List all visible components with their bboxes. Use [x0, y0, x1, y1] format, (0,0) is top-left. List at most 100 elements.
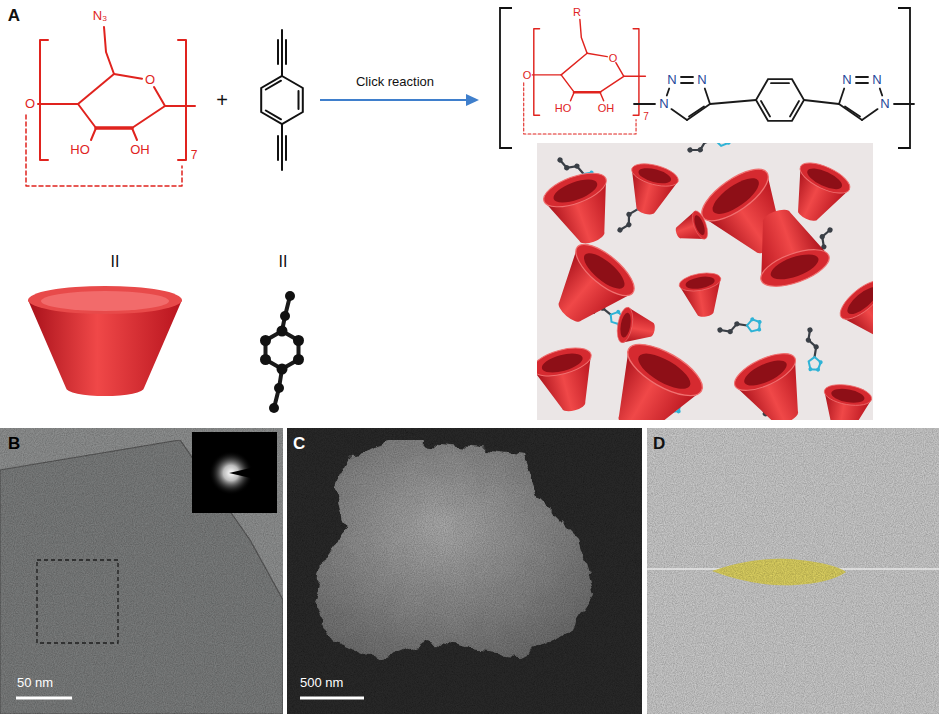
ball-stick-model [277, 364, 288, 375]
panel-letter: A [8, 6, 20, 26]
polymer-network-render [537, 143, 873, 420]
triazole-nitrogen: N [880, 97, 889, 112]
triazole-benzene-linker [761, 101, 770, 117]
sem-image [315, 440, 595, 660]
sem-image [287, 428, 642, 714]
triazole-benzene-linker [862, 109, 878, 120]
cyclodextrin-cone-model [28, 286, 182, 314]
ball-stick-model [260, 291, 304, 413]
tem-image [16, 697, 72, 700]
triazole-nitrogen: N [659, 97, 668, 112]
polymer-network-render [717, 313, 765, 345]
powder-photo [712, 559, 846, 585]
triazole-benzene-linker [681, 76, 693, 78]
glycosidic-oxygen: O [523, 69, 532, 82]
diethynylbenzene-structure [261, 76, 303, 124]
triazole-benzene-linker [880, 89, 882, 96]
azido-cyclodextrin-structure [26, 27, 195, 186]
diethynylbenzene-structure [285, 40, 287, 64]
triazole-nitrogen: N [697, 73, 706, 88]
ball-stick-model [260, 354, 271, 365]
triazole-benzene-linker [667, 89, 669, 96]
cyclodextrin-cone-model [28, 286, 182, 396]
polymer-network-render [730, 346, 819, 420]
diethynylbenzene-structure [281, 124, 283, 170]
triazole-benzene-linker [689, 107, 704, 117]
triazole-benzene-linker [681, 82, 693, 84]
polymer-network-render [817, 381, 873, 420]
diethynylbenzene-structure [266, 111, 281, 120]
polymer-network-render [795, 327, 827, 375]
tem-image [0, 440, 283, 714]
polymer-network-render [537, 343, 604, 418]
ball-stick-model [285, 291, 295, 301]
triazole-benzene-linker [705, 89, 710, 105]
scale-bar-label: 50 nm [17, 676, 53, 691]
ball-stick-model [293, 335, 304, 346]
diethynylbenzene-structure [285, 136, 287, 160]
polymer-network-render [539, 166, 624, 253]
hydroxyl-group: OH [598, 102, 615, 115]
ball-stick-model [260, 291, 304, 413]
equivalence-mark: II [279, 253, 288, 271]
diethynylbenzene-structure [281, 30, 283, 76]
diethynylbenzene-structure [298, 91, 300, 109]
diethynylbenzene-structure [277, 40, 279, 64]
substituent-label: R [573, 6, 581, 19]
polymer-network-render [678, 270, 727, 320]
ring-oxygen: O [609, 52, 618, 65]
powder-photo [647, 428, 939, 714]
ring-oxygen: O [145, 73, 155, 88]
triazole-benzene-linker [804, 100, 839, 104]
tem-image [192, 432, 277, 513]
triazole-benzene-linker [687, 104, 710, 120]
glycosidic-oxygen: O [25, 97, 35, 112]
triazole-benzene-linker [839, 89, 844, 105]
triazole-benzene-linker [856, 82, 868, 84]
polymer-network-render [671, 209, 710, 248]
product-brackets [500, 8, 910, 148]
polymer-network-render [741, 199, 834, 294]
triazole-benzene-linker [756, 79, 804, 121]
sem-image [315, 440, 595, 660]
cyclodextrin-cone-model [41, 291, 169, 311]
polymer-network-render [615, 306, 658, 348]
powder-photo [647, 428, 939, 714]
triazole-benzene-linker [894, 103, 914, 105]
polymer-network-render [686, 143, 733, 164]
reaction-arrow [320, 99, 467, 101]
triazole-benzene-linker [790, 101, 799, 117]
tem-image [0, 428, 283, 714]
equivalence-mark: II [111, 253, 120, 271]
triazole-benzene-linker [671, 109, 687, 120]
polymer-network-render [621, 160, 680, 220]
repeat-count: 7 [643, 111, 649, 123]
plus-sign: + [216, 89, 228, 112]
tem-image [37, 560, 118, 643]
sem-image [300, 697, 364, 700]
diethynylbenzene-structure [261, 30, 303, 170]
reaction-arrow [466, 94, 479, 106]
product-glucose-unit [524, 19, 646, 133]
reaction-label: Click reaction [356, 75, 434, 90]
ball-stick-model [293, 354, 304, 365]
triazole-benzene-linker [771, 82, 789, 84]
triazole-nitrogen: N [842, 73, 851, 88]
triazole-benzene-linker [856, 76, 868, 78]
panel-letter: C [293, 434, 305, 454]
photo-panel: D [647, 428, 939, 714]
diethynylbenzene-structure [266, 81, 281, 90]
triazole-benzene-linker [710, 100, 756, 104]
tem-panel: B50 nm [0, 428, 283, 714]
ball-stick-model [274, 296, 290, 408]
diethynylbenzene-structure [277, 136, 279, 160]
hydroxyl-group: HO [70, 143, 90, 158]
triazole-nitrogen: N [667, 73, 676, 88]
ball-stick-model [266, 331, 299, 369]
triazole-benzene-linker [845, 107, 860, 117]
triazole-benzene-linker [634, 103, 655, 105]
panel-letter: D [653, 434, 665, 454]
